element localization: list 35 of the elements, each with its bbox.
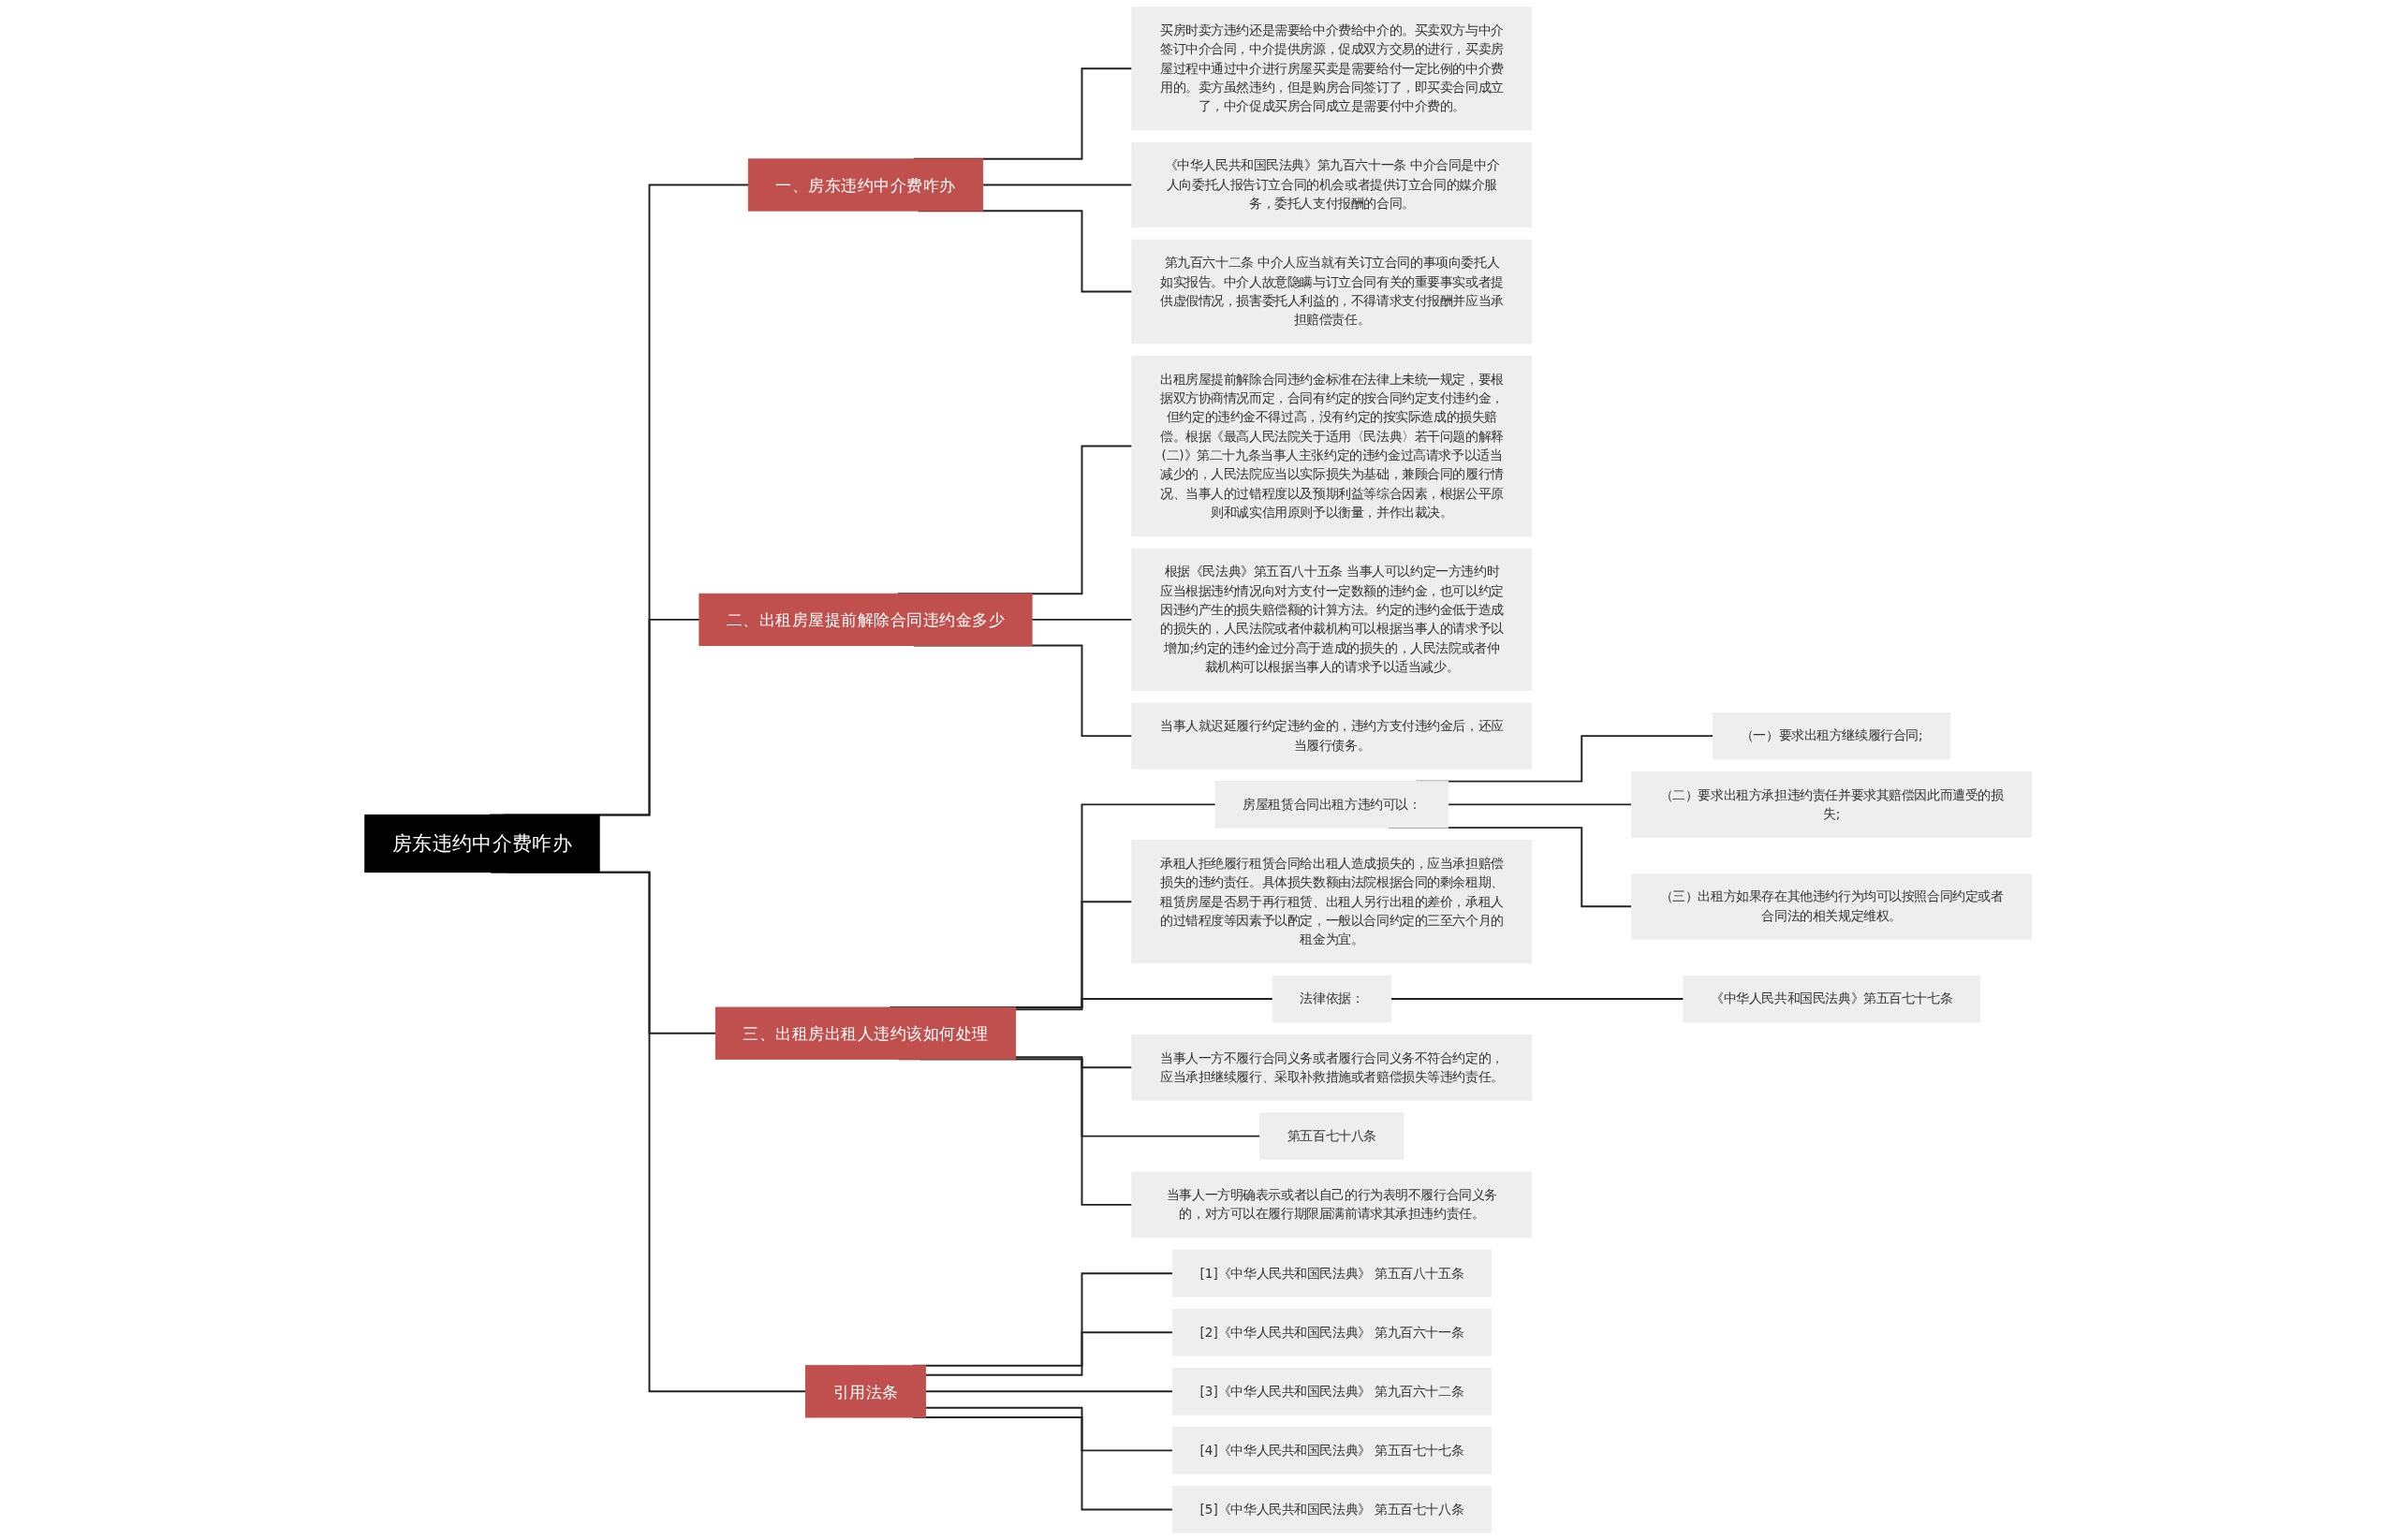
connector (1031, 618, 1134, 621)
node-box: 二、出租房屋提前解除合同违约金多少 (699, 593, 1033, 647)
node-box: [4]《中华人民共和国民法典》 第五百七十七条 (1172, 1427, 1493, 1474)
node-box: 一、房东违约中介费咋办 (748, 158, 984, 212)
node-box: 当事人就迟延履行约定违约金的，违约方支付违约金后，还应当履行债务。 (1131, 702, 1533, 770)
node-box: 第九百六十二条 中介人应当就有关订立合同的事项向委托人如实报告。中介人故意隐瞒与订立合同有关的重要事实或者提供虚假情况，损害委托人利益的，不得请求支付报酬并应当承担赔偿责任。 (1131, 239, 1533, 345)
node-box: 房东违约中介费咋办 (364, 814, 600, 873)
node-box: [5]《中华人民共和国民法典》 第五百七十八条 (1172, 1486, 1493, 1533)
node-box: 根据《民法典》第五百八十五条 当事人可以约定一方违约时应当根据违约情况向对方支付一定数额的违约金，也可以约定因违约产生的损失赔偿额的计算方法。约定的违约金低于造成的损失的，人民法院或者仲裁机构可以根据当事人的请求予以增加;约定的违约金过分高于造成的损失的，人民法院或者仲裁机构可以根据当事人的请求予以适当减少。 (1131, 548, 1533, 692)
connector (1014, 1056, 1134, 1069)
node-box: （一）要求出租方继续履行合同; (1713, 711, 1951, 760)
node-box: 承租人拒绝履行租赁合同给出租人造成损失的，应当承担赔偿损失的违约责任。具体损失数额由法院根据合同的剩余租期、租赁房屋是否易于再行租赁、出租人另行出租的差价，承租人的过错程度等因素予以酌定，一般以合同约定的三至六个月的租金为宜。 (1131, 840, 1533, 964)
connector (982, 183, 1134, 186)
node-box: 房屋租赁合同出租方违约可以： (1214, 781, 1449, 829)
connector (1014, 998, 1274, 1011)
connector (924, 1390, 1174, 1393)
node-box: 引用法条 (805, 1365, 927, 1418)
connector (924, 1331, 1174, 1376)
node-box: 《中华人民共和国民法典》第九百六十一条 中介合同是中介人向委托人报告订立合同的机会或者提供订立合同的媒介服务，委托人支付报酬的合同。 (1131, 141, 1533, 228)
node-box: [2]《中华人民共和国民法典》 第九百六十一条 (1172, 1309, 1493, 1357)
connector (1447, 803, 1633, 806)
node-box: 当事人一方明确表示或者以自己的行为表明不履行合同义务的，对方可以在履行期限届满前请求其承担违约责任。 (1131, 1171, 1533, 1239)
node-box: 当事人一方不履行合同义务或者履行合同义务不符合约定的，应当承担继续履行、采取补救措施或者赔偿损失等违约责任。 (1131, 1034, 1533, 1101)
node-box: [1]《中华人民共和国民法典》 第五百八十五条 (1172, 1249, 1493, 1298)
node-box: （二）要求出租方承担违约责任并要求其赔偿因此而遭受的损失; (1631, 770, 2033, 838)
node-box: 《中华人民共和国民法典》第五百七十七条 (1683, 975, 1981, 1023)
node-box: 第五百七十八条 (1259, 1112, 1404, 1160)
connector (924, 1406, 1174, 1452)
connector (1390, 998, 1685, 1001)
node-box: 三、出租房出租人违约该如何处理 (715, 1006, 1017, 1060)
node-box: [3]《中华人民共和国民法典》 第九百六十二条 (1172, 1368, 1493, 1415)
node-box: 买房时卖方违约还是需要给中介费给中介的。买卖双方与中介签订中介合同，中介提供房源，促成双方交易的进行，买卖房屋过程中通过中介进行房屋买卖是需要给付一定比例的中介费用的。卖方虽然违约，但是购房合同签订了，即买卖合同成立了，中介促成买房合同成立是需要付中介费的。 (1131, 7, 1533, 131)
node-box: （三）出租方如果存在其他违约行为均可以按照合同约定或者合同法的相关规定维权。 (1631, 873, 2033, 940)
node-box: 出租房屋提前解除合同违约金标准在法律上未统一规定，要根据双方协商情况而定，合同有约定的按合同约定支付违约金，但约定的违约金不得过高，没有约定的按实际造成的损失赔偿。根据《最高人民法院关于适用〈民法典〉若干问题的解释(二)》第二十九条当事人主张约定的违约金过高请求予以适当减少的，人民法院应当以实际损失为基础，兼顾合同的履行情况、当事人的过错程度以及预期利益等综合因素，根据公平原则和诚实信用原则予以衡量，并作出裁决。 (1131, 355, 1533, 537)
node-box: 法律依据： (1272, 975, 1392, 1023)
